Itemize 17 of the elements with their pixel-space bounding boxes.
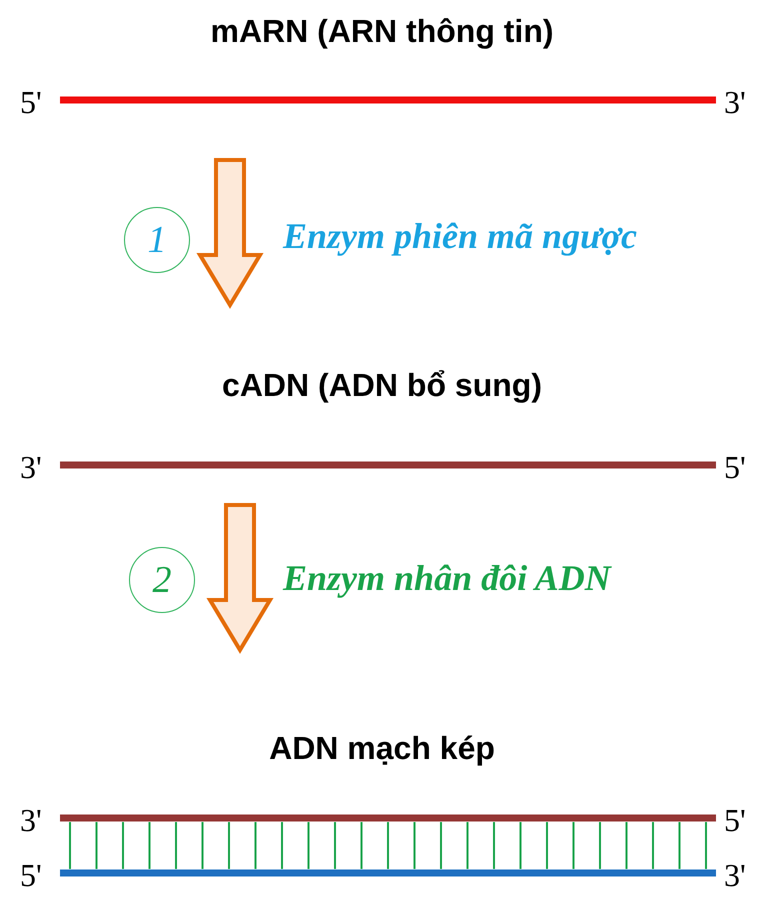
- strand-end-label: 3': [20, 450, 42, 484]
- strand-end-label: 3': [724, 85, 746, 119]
- edge-label: Enzym phiên mã ngược: [283, 215, 637, 257]
- molecule-title: cADN (ADN bổ sung): [222, 367, 542, 404]
- molecule-title: ADN mạch kép: [269, 730, 495, 767]
- step-number-circle: 1: [124, 207, 190, 273]
- strand-end-label: 5': [20, 85, 42, 119]
- strand-end-label: 3': [724, 858, 746, 892]
- strand-end-label: 5': [724, 450, 746, 484]
- block-arrow: [206, 503, 274, 654]
- strand-end-label: 3': [20, 803, 42, 837]
- molecule-title: mARN (ARN thông tin): [210, 13, 554, 50]
- strand-end-label: 5': [20, 858, 42, 892]
- strand-end-label: 5': [724, 803, 746, 837]
- edge-label: Enzym nhân đôi ADN: [283, 557, 611, 599]
- block-arrow: [196, 158, 264, 309]
- step-number-circle: 2: [129, 547, 195, 613]
